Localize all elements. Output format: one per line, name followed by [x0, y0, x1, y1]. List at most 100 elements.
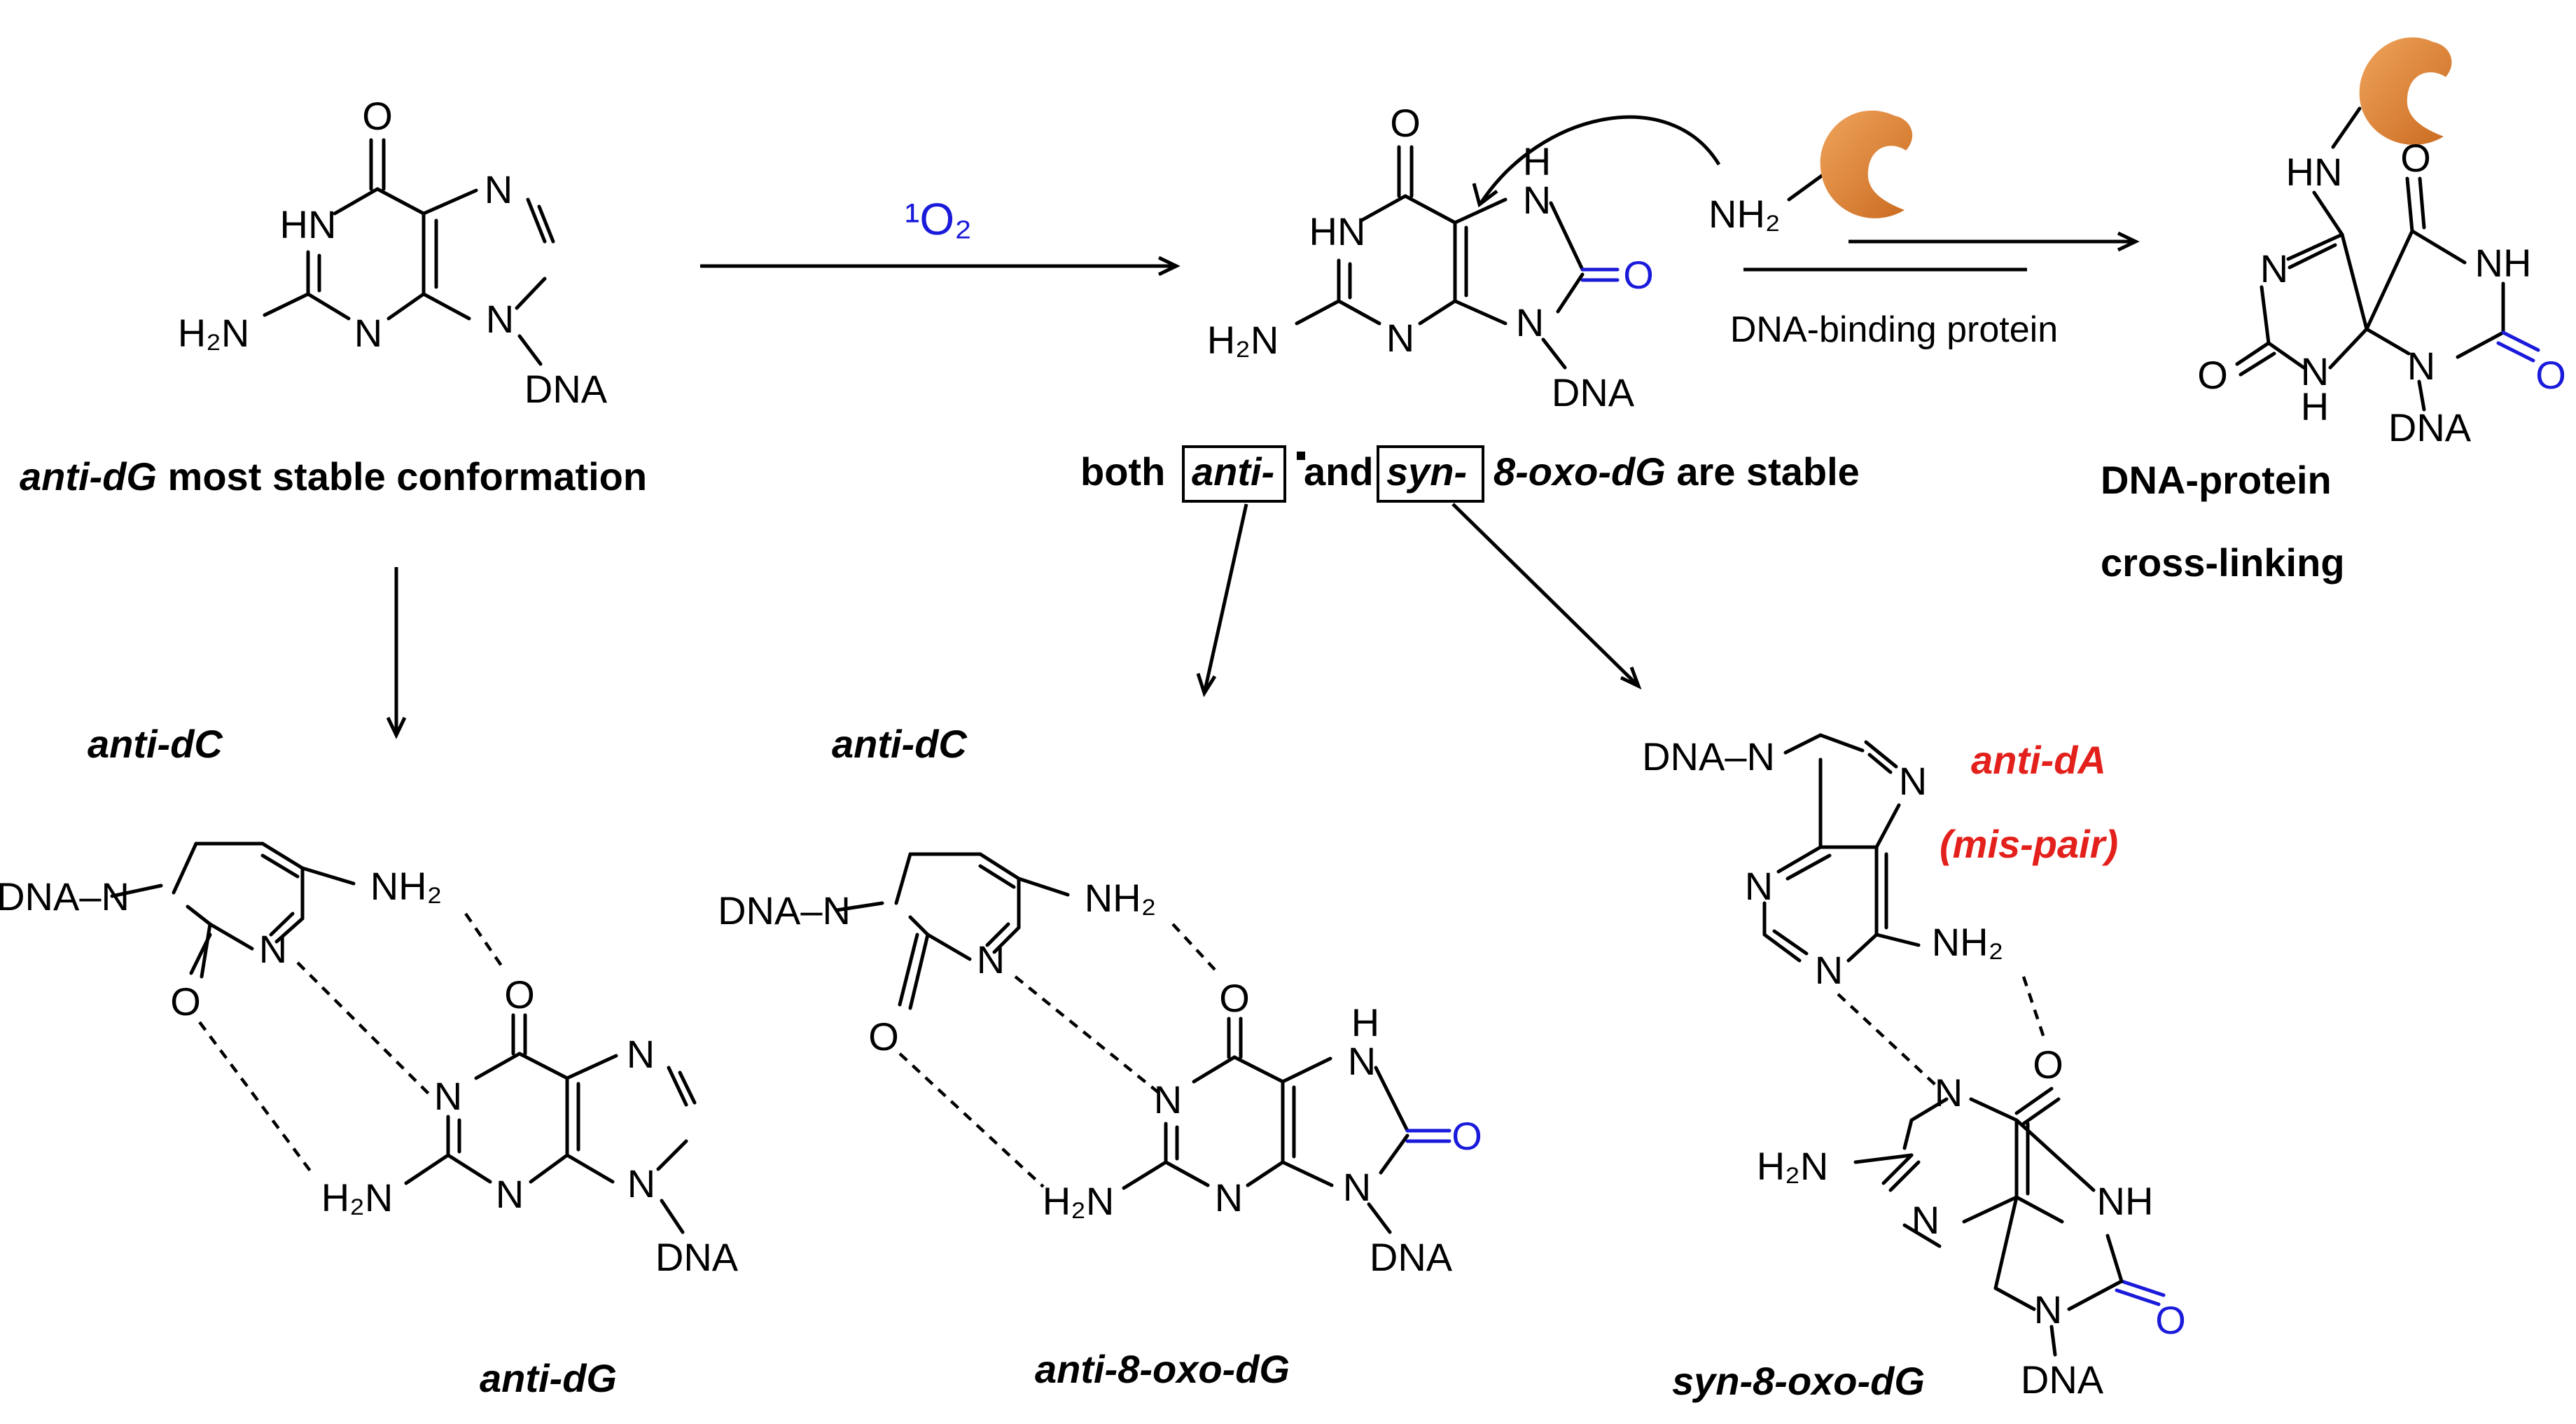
- atom-N: N: [2034, 1287, 2062, 1332]
- caption-anti-dC-left: anti-dC: [88, 722, 223, 766]
- atom-O: O: [2197, 353, 2228, 397]
- atom-N: N: [2260, 246, 2288, 291]
- atom-DNA: DNA: [2388, 405, 2472, 449]
- structure-dA-syn-8oxo-pair: DNA–N N N N NH₂ O: [1642, 733, 2186, 1402]
- atom-N: N: [1523, 178, 1551, 222]
- atom-NH2: NH₂: [1932, 920, 2004, 964]
- atom-O: O: [170, 979, 201, 1024]
- atom-N: N: [496, 1172, 524, 1216]
- anti-box: [1182, 445, 1286, 503]
- caption-anti-dG-top: anti-dG most stable conformation: [20, 454, 647, 498]
- atom-NH2-arm: NH₂: [1708, 192, 1781, 236]
- atom-DNA-N: DNA–N: [718, 888, 851, 933]
- atom-HN: HN: [2286, 150, 2343, 194]
- arrow-down-syn: [1451, 503, 1640, 687]
- caption-crosslink-1: DNA-protein: [2101, 458, 2332, 502]
- atom-DNA: DNA: [524, 367, 608, 411]
- atom-O: O: [2400, 136, 2431, 180]
- protein-shape-icon: [2359, 37, 2452, 145]
- atom-O-oxo: O: [1623, 253, 1654, 297]
- atom-H2N: H₂N: [321, 1175, 394, 1220]
- caption-syn-8-oxo-dG: syn-8-oxo-dG: [1672, 1359, 1925, 1403]
- atom-H2N: H₂N: [1043, 1179, 1115, 1223]
- reagent-singlet-oxygen: ¹O₂: [905, 194, 972, 244]
- atom-N: N: [434, 1074, 462, 1118]
- atom-DNA-N: DNA–N: [0, 874, 130, 919]
- atom-N: N: [1912, 1198, 1940, 1242]
- atom-N: N: [1386, 316, 1414, 360]
- arrowhead: [1620, 666, 1642, 690]
- arrowhead: [1472, 183, 1498, 208]
- svg-text:both: both: [1080, 449, 1165, 494]
- atom-HN: HN: [280, 202, 337, 246]
- caption-anti-dC-mid: anti-dC: [832, 722, 968, 766]
- atom-O: O: [362, 94, 393, 138]
- arrowhead: [386, 716, 407, 739]
- atom-H2N: H₂N: [178, 311, 250, 355]
- atom-O: O: [1219, 976, 1250, 1020]
- atom-N: N: [485, 167, 513, 211]
- arrowhead: [1157, 256, 1181, 277]
- dot-marker: [1297, 452, 1305, 460]
- atom-NH2: NH₂: [1085, 876, 1157, 920]
- atom-DNA: DNA: [2021, 1357, 2104, 1402]
- caption-stable: both anti- and syn- 8-oxo-dG are stable: [1080, 445, 1860, 503]
- structure-spiro-product: HN O N NH O N H N O DNA: [2197, 37, 2566, 449]
- atom-N: N: [627, 1032, 655, 1076]
- atom-N: N: [627, 1161, 655, 1206]
- structure-dC-dG-pair: DNA–N N NH₂ O O N N N N H₂N DNA: [0, 842, 739, 1279]
- atom-O: O: [2033, 1042, 2063, 1087]
- caption-anti-8-oxo-dG: anti-8-oxo-dG: [1035, 1347, 1290, 1391]
- atom-N: N: [1815, 948, 1843, 992]
- caption-mis-pair: (mis-pair): [1940, 822, 2118, 866]
- atom-N: N: [1343, 1165, 1371, 1209]
- caption-crosslink-2: cross-linking: [2101, 540, 2345, 585]
- structure-dC-8oxo-pair: DNA–N N NH₂ O O H N N O N N H₂N DNA: [718, 852, 1482, 1279]
- atom-N: N: [977, 937, 1005, 982]
- caption-anti-dA: anti-dA: [1971, 738, 2106, 782]
- atom-DNA: DNA: [655, 1235, 739, 1279]
- syn-box: [1377, 445, 1484, 503]
- arrowhead: [2117, 231, 2140, 252]
- atom-N: N: [1215, 1175, 1243, 1220]
- svg-text:8-oxo-dG are stable: 8-oxo-dG are stable: [1494, 449, 1860, 494]
- arrowhead: [1196, 673, 1217, 697]
- svg-text:and: and: [1304, 449, 1374, 494]
- caption-anti-dG-bottom: anti-dG: [480, 1356, 617, 1400]
- atom-O: O: [504, 972, 535, 1017]
- atom-O: O: [1390, 101, 1421, 145]
- atom-NH: NH: [2097, 1179, 2154, 1223]
- atom-NH: NH: [2475, 241, 2532, 285]
- svg-text:anti-: anti-: [1192, 449, 1274, 494]
- structure-dG-top: O HN N N N H₂N DNA: [178, 94, 608, 411]
- atom-H2N: H₂N: [1207, 318, 1279, 362]
- atom-H2N: H₂N: [1757, 1144, 1829, 1188]
- atom-N: N: [1745, 864, 1773, 908]
- protein-shape-icon: [1820, 110, 1913, 218]
- reagent-protein: DNA-binding protein: [1730, 309, 2058, 350]
- atom-DNA-N: DNA–N: [1642, 734, 1775, 779]
- atom-DNA: DNA: [1370, 1235, 1453, 1279]
- curved-attack-arrow: [1479, 115, 1721, 204]
- atom-N: N: [1516, 300, 1544, 344]
- atom-O-oxo: O: [2155, 1298, 2186, 1342]
- atom-N: N: [486, 297, 514, 341]
- atom-HN: HN: [1309, 209, 1366, 253]
- svg-text:syn-: syn-: [1386, 449, 1467, 494]
- structure-8-oxo-dG-top: O HN H N O N N H₂N DNA: [1207, 101, 1654, 414]
- linker-bond: [1787, 169, 1830, 202]
- arrow-down-anti: [1202, 503, 1248, 694]
- atom-N: N: [1899, 759, 1927, 803]
- atom-O-oxo: O: [1451, 1114, 1482, 1158]
- atom-H: H: [1351, 1000, 1379, 1045]
- atom-O: O: [868, 1014, 899, 1059]
- atom-N: N: [259, 927, 287, 971]
- atom-H: H: [2301, 384, 2329, 428]
- atom-N: N: [1154, 1077, 1182, 1122]
- atom-N: N: [2407, 344, 2435, 388]
- atom-N: N: [354, 311, 382, 355]
- atom-NH2: NH₂: [370, 864, 443, 908]
- atom-N: N: [1935, 1070, 1963, 1115]
- atom-DNA: DNA: [1552, 370, 1635, 414]
